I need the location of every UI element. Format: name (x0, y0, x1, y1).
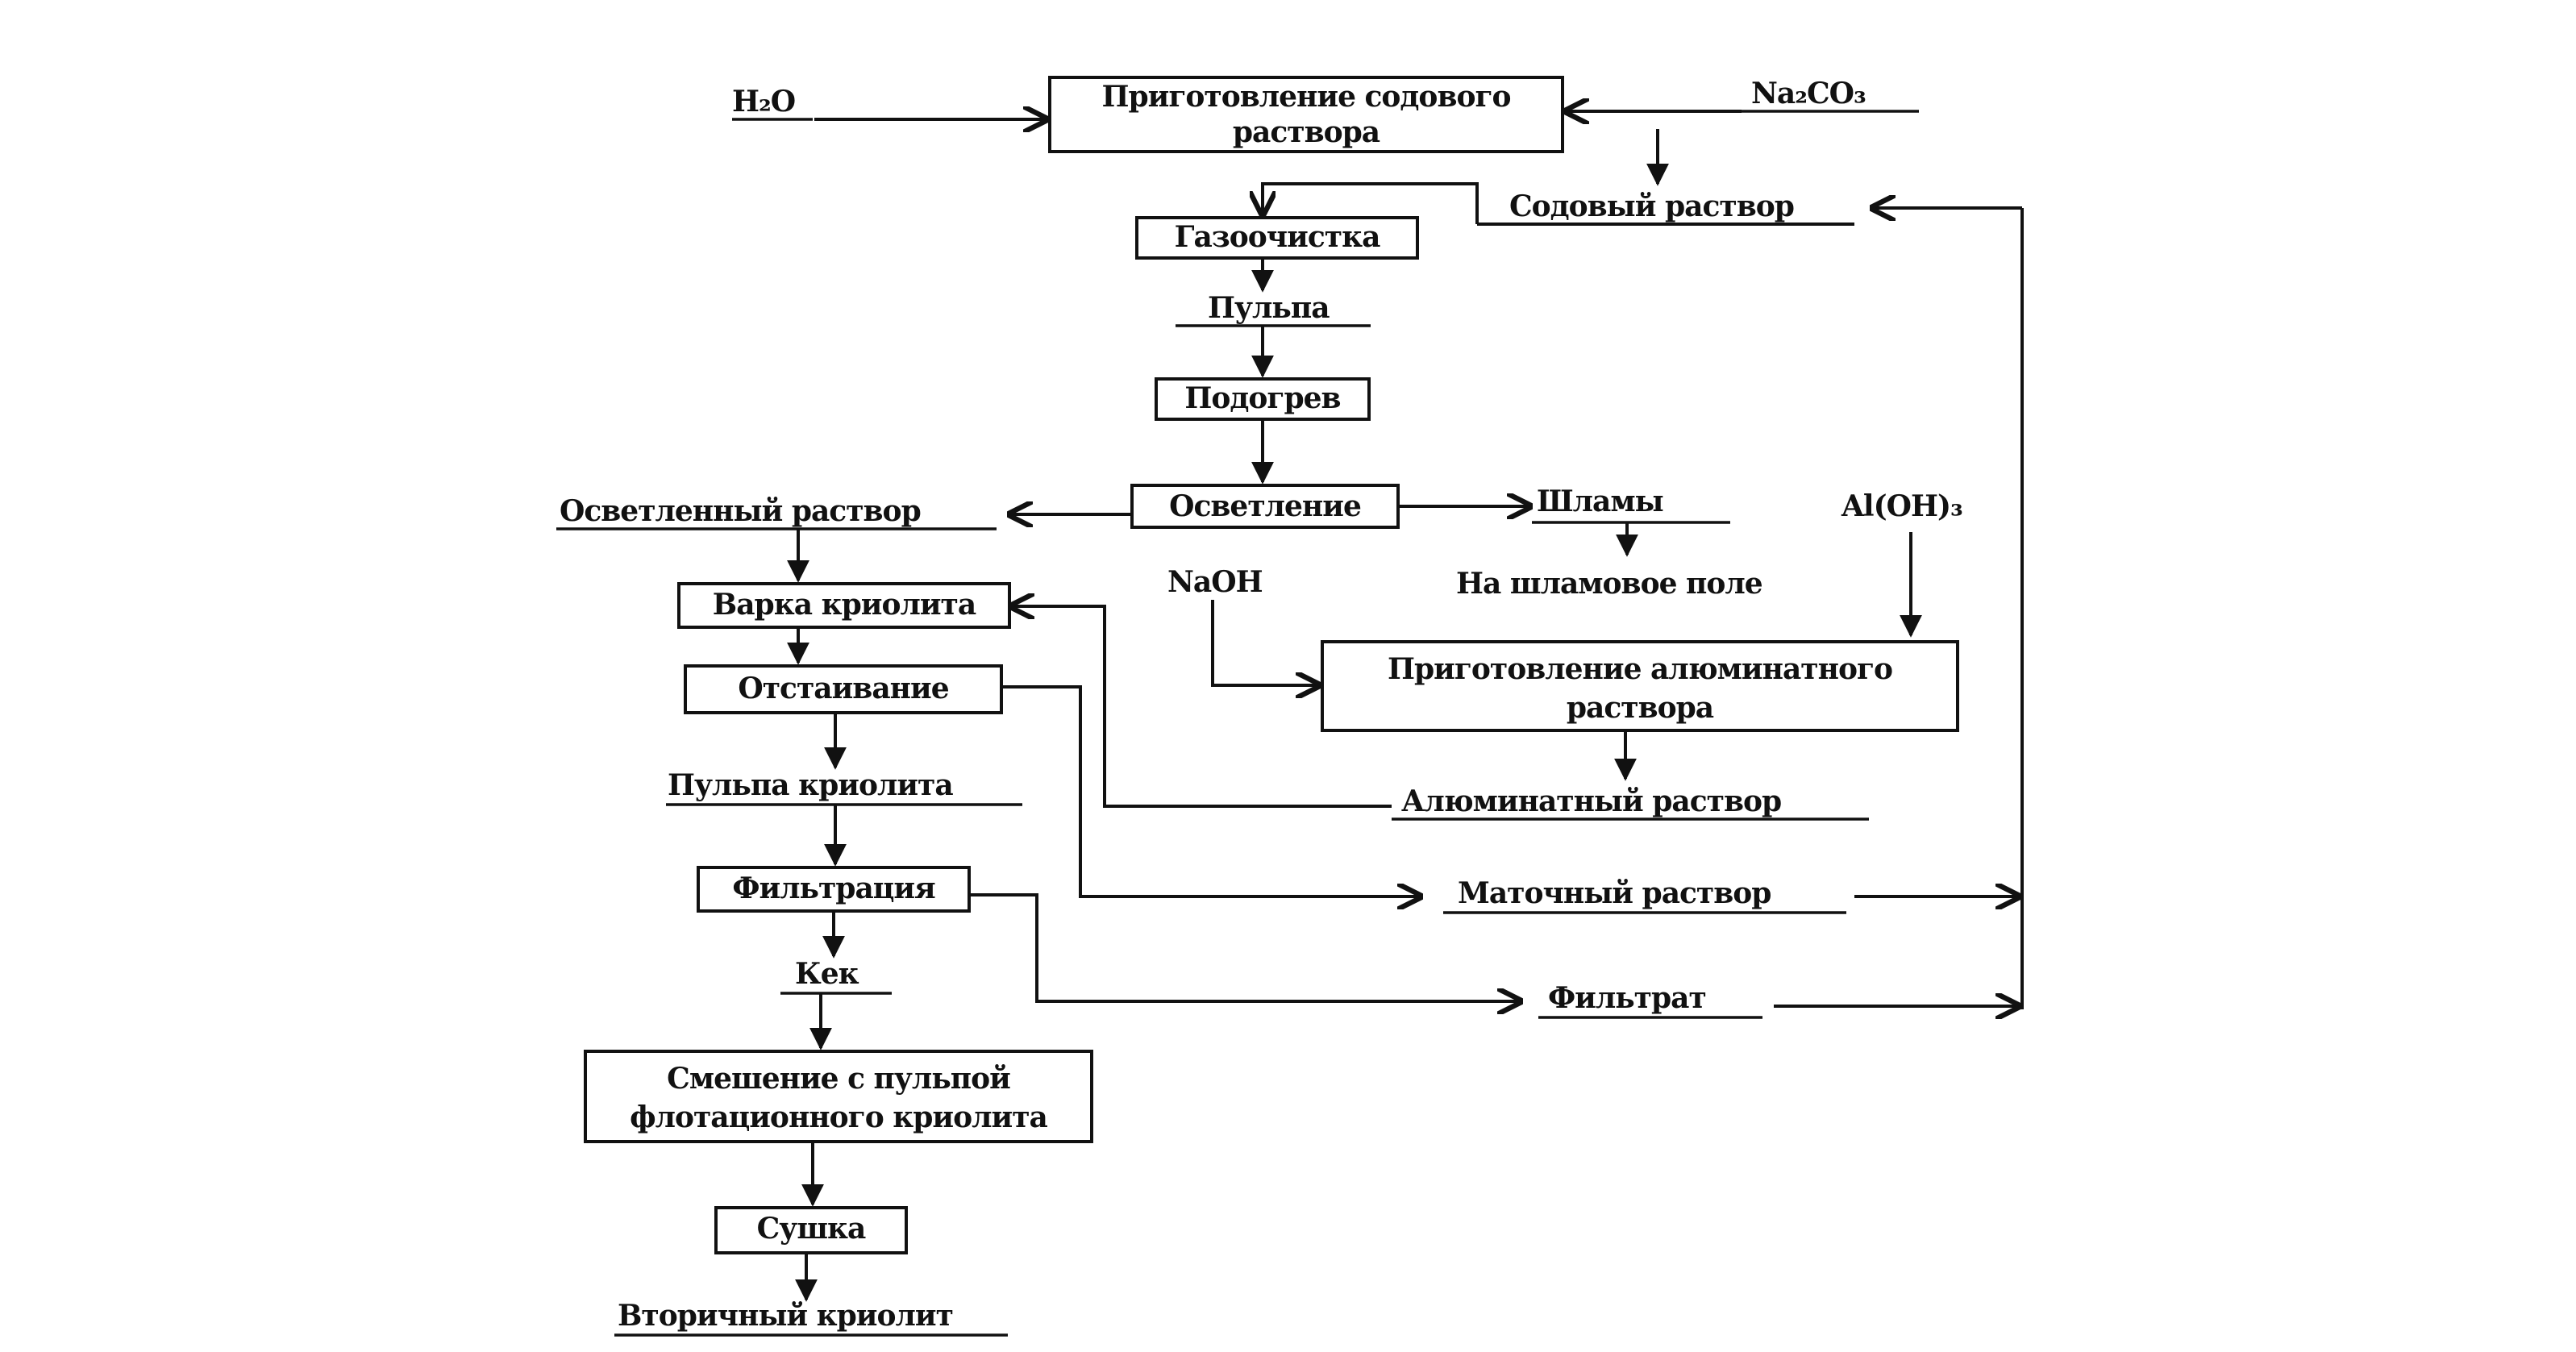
secondary-cryolite-label: Вторичный криолит (618, 1299, 953, 1333)
stream-mother-liquor: Маточный раствор (1443, 876, 1846, 914)
stream-secondary-cryolite: Вторичный криолит (614, 1299, 1008, 1337)
arrow-settling-to-mother-liquor (1001, 685, 1421, 896)
mother-liquor-label: Маточный раствор (1458, 876, 1771, 910)
soda-ash-label: Na₂CO₃ (1751, 77, 1866, 110)
drying-rect (714, 1206, 908, 1254)
stream-soda-solution: Содовый раствор (1509, 189, 1795, 223)
settling-rect (684, 664, 1003, 714)
cryolite-pulp-label: Пульпа криолита (668, 768, 953, 802)
input-water: H₂O (732, 85, 813, 121)
settling-label: Отстаивание (738, 672, 948, 705)
mixing-line1: Смешение с пульпой (667, 1062, 1010, 1096)
mixing-rect (584, 1050, 1093, 1143)
filtration-label: Фильтрация (732, 872, 935, 905)
drying-box: Сушка (714, 1206, 908, 1254)
gas-cleaning-label: Газоочистка (1175, 220, 1380, 254)
gas-cleaning-rect (1135, 216, 1419, 260)
pulp-label: Пульпа (1208, 291, 1330, 325)
aluminate-prep-line2: раствора (1567, 691, 1714, 725)
to-sludge-field-label: На шламовое поле (1456, 567, 1762, 601)
stream-clarified-solution: Осветленный раствор (556, 494, 997, 530)
aluminate-prep-line1: Приготовление алюминатного (1388, 652, 1892, 686)
arrow-aluminate-to-cooking (1011, 606, 1392, 808)
stream-cake: Кек (780, 957, 892, 995)
clarified-solution-label: Осветленный раствор (560, 494, 921, 528)
water-label: H₂O (732, 85, 795, 119)
input-soda-ash: Na₂CO₃ (1742, 77, 1919, 113)
aluminate-prep-box: Приготовление алюминатного раствора (1321, 640, 1959, 732)
arrow-filtration-to-filtrate (969, 893, 1521, 1001)
cake-label: Кек (795, 957, 859, 991)
soda-solution-prep-line1: Приготовление содового (1101, 80, 1510, 114)
stream-filtrate: Фильтрат (1538, 981, 1762, 1019)
filtrate-label: Фильтрат (1548, 981, 1706, 1015)
filtration-rect (697, 866, 971, 913)
soda-solution-label: Содовый раствор (1509, 189, 1794, 223)
soda-solution-prep-line2: раствора (1233, 115, 1380, 149)
filtration-box: Фильтрация (697, 866, 971, 913)
cryolite-cooking-rect (677, 582, 1011, 629)
clarification-box: Осветление (1130, 484, 1400, 529)
cryolite-cooking-label: Варка криолита (713, 588, 976, 622)
gas-cleaning-box: Газоочистка (1135, 216, 1419, 260)
mixing-line2: флотационного криолита (630, 1100, 1047, 1134)
soda-solution-prep-rect (1048, 76, 1564, 153)
clarification-label: Осветление (1169, 489, 1361, 523)
mixing-box: Смешение с пульпой флотационного криолит… (584, 1050, 1093, 1143)
clarification-rect (1130, 484, 1400, 529)
arrow-naoh-to-aluminate-prep (1211, 600, 1319, 685)
drying-label: Сушка (757, 1212, 866, 1246)
settling-box: Отстаивание (684, 664, 1003, 714)
aluminate-solution-label: Алюминатный раствор (1401, 784, 1781, 818)
cryolite-cooking-box: Варка криолита (677, 582, 1011, 629)
arrow-soda-solution-to-gas-cleaning (1263, 182, 1479, 224)
stream-cryolite-pulp: Пульпа криолита (666, 768, 1022, 806)
aluminum-hydroxide-label: Al(OH)₃ (1841, 489, 1962, 523)
stream-sludge: Шламы (1532, 485, 1730, 524)
sodium-hydroxide-label: NaOH (1167, 565, 1263, 599)
sludge-label: Шламы (1537, 485, 1663, 518)
stream-aluminate-solution: Алюминатный раствор (1392, 784, 1869, 821)
heating-box: Подогрев (1155, 377, 1371, 421)
heating-label: Подогрев (1184, 381, 1340, 415)
stream-pulp: Пульпа (1176, 291, 1371, 327)
soda-solution-prep-box: Приготовление содового раствора (1048, 76, 1564, 153)
aluminate-prep-rect (1321, 640, 1959, 732)
